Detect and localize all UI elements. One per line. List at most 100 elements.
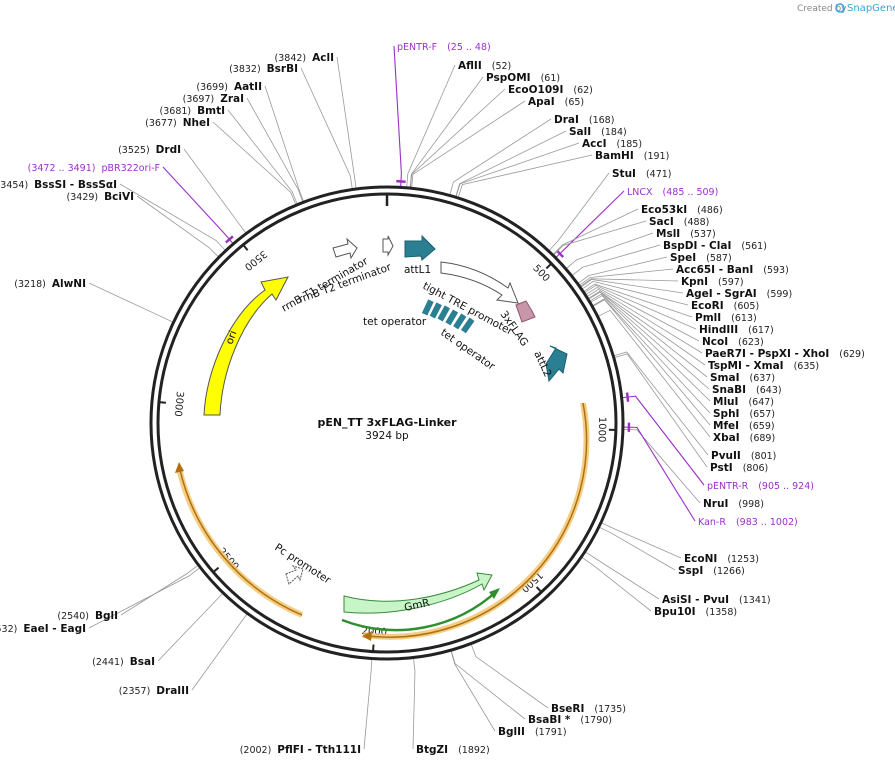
site-position: (635) [794, 361, 820, 372]
right-site-label-7: AccI(185) [582, 138, 642, 150]
feature-tick-pentr-r [625, 392, 630, 402]
left-site-label-3: ZraI(3697) [183, 93, 244, 105]
leader-line-draiii [191, 613, 248, 691]
site-name: SspI [678, 565, 703, 577]
site-position: (3218) [14, 279, 46, 290]
left-site-label-13: BsaI(2441) [92, 656, 155, 668]
site-position: (1790) [580, 715, 612, 726]
leader-line-sali [455, 130, 567, 197]
site-position: (1735) [594, 704, 626, 715]
right-site-label-3: EcoO109I(62) [508, 84, 593, 96]
left-site-label-7: pBR322ori-F(3472 .. 3491) [28, 163, 160, 174]
right-site-label-20: PmlI(613) [695, 312, 757, 324]
right-site-label-23: PaeR7I - PspXI - XhoI(629) [705, 348, 865, 360]
right-site-label-15: SpeI (587) [670, 252, 732, 264]
right-site-label-27: MluI(647) [713, 396, 774, 408]
site-name: DraIII [156, 685, 189, 697]
leader-line-alwni [88, 282, 173, 323]
right-site-label-17: KpnI(597) [681, 276, 744, 288]
right-site-label-10: LNCX(485 .. 509) [627, 187, 718, 198]
leader-line-ncoi [585, 286, 700, 342]
site-position: (485 .. 509) [663, 187, 719, 198]
leader-line-bseri [470, 644, 549, 709]
right-site-label-16: Acc65I - BanI(593) [676, 264, 789, 276]
site-position: (2357) [119, 686, 151, 697]
site-name: pENTR-R [707, 481, 749, 492]
right-site-label-9: StuI(471) [612, 168, 672, 180]
leader-line-pentr-r [622, 395, 705, 486]
right-site-label-35: Kan-R(983 .. 1002) [698, 517, 798, 528]
site-position: (61) [541, 73, 561, 84]
site-position: (629) [839, 349, 865, 360]
ruler-tick-500 [545, 262, 553, 270]
site-name: BsaI [130, 656, 155, 668]
right-site-label-36: EcoNI(1253) [684, 553, 759, 565]
site-name: BseRI [551, 703, 584, 715]
right-site-label-4: ApaI(65) [528, 96, 584, 108]
site-name: StuI [612, 168, 636, 180]
site-position: (657) [749, 409, 775, 420]
site-name: AccI [582, 138, 606, 150]
right-site-label-6: SalI(184) [569, 126, 627, 138]
site-position: (659) [749, 421, 775, 432]
leader-line-sspi [599, 527, 676, 571]
right-site-label-5: DraI(168) [554, 114, 614, 126]
tet-operator-block [421, 299, 475, 334]
site-name: pENTR-F [397, 42, 437, 53]
site-position: (3454) [0, 180, 28, 191]
right-site-label-24: TspMI - XmaI(635) [708, 360, 819, 372]
pc-promoter-label: Pc promoter [272, 541, 333, 586]
orf-arc-right-arrowhead [362, 631, 372, 641]
right-site-label-43: BtgZI(1892) [416, 744, 490, 756]
site-name: ZraI [220, 93, 244, 105]
tet-operator-label-1: tet operator [363, 316, 427, 328]
ori-label: ori [224, 329, 240, 346]
site-position: (617) [748, 325, 774, 336]
site-name: BglII [498, 726, 525, 738]
leader-line-acci [455, 142, 580, 197]
rrnB-T2-terminator-arrow [382, 235, 394, 257]
leader-line-sphi [592, 298, 711, 414]
left-site-label-12: EaeI - EagI(2532) [0, 623, 86, 635]
site-name: DrdI [156, 144, 181, 156]
site-name: pBR322ori-F [101, 163, 160, 174]
right-site-label-34: NruI(998) [703, 498, 764, 510]
pc-promoter-arrow [285, 565, 304, 585]
site-position: (3429) [67, 192, 99, 203]
tet-operator-box-2 [429, 302, 442, 319]
site-name: NheI [183, 117, 210, 129]
site-name: SpeI [670, 252, 696, 264]
gmr-thin-arc [341, 589, 499, 632]
leader-line-xbai [598, 309, 711, 438]
left-site-label-2: AatII(3699) [196, 81, 262, 93]
site-position: (2540) [57, 611, 89, 622]
leader-line-msli [566, 232, 654, 269]
created-by-text: Created by [797, 4, 847, 14]
site-name: MluI [713, 396, 738, 408]
site-name: BglI [95, 610, 118, 622]
tet-operator-box-4 [445, 309, 459, 326]
site-position: (806) [743, 463, 769, 474]
site-position: (587) [706, 253, 732, 264]
site-position: (1266) [713, 566, 745, 577]
left-site-label-10: AlwNI(3218) [14, 278, 86, 290]
rrnB-T1-terminator-arrow [332, 237, 358, 260]
leader-line-btgzi [412, 658, 416, 750]
site-position: (3681) [160, 106, 192, 117]
leader-line-apai [411, 100, 526, 188]
left-site-label-1: BsrBI(3832) [229, 63, 298, 75]
orf-arc-left [176, 467, 304, 618]
plasmid-name: pEN_TT 3xFLAG-Linker [317, 416, 457, 429]
leader-line-ecori [582, 280, 689, 306]
right-site-label-11: Eco53kI(486) [641, 204, 723, 216]
site-name: EcoRI [691, 300, 724, 312]
site-name: PflFI - Tth111I [277, 744, 361, 756]
right-site-label-14: BspDI - ClaI(561) [663, 240, 767, 252]
right-site-label-29: MfeI(659) [713, 420, 775, 432]
gmr-label: GmR [403, 597, 431, 614]
leader-line-agei-sgrai [580, 279, 684, 294]
site-position: (65) [565, 97, 585, 108]
site-position: (593) [763, 265, 789, 276]
site-name: AsiSI - PvuI [662, 594, 729, 606]
left-site-label-4: BmtI(3681) [160, 105, 225, 117]
